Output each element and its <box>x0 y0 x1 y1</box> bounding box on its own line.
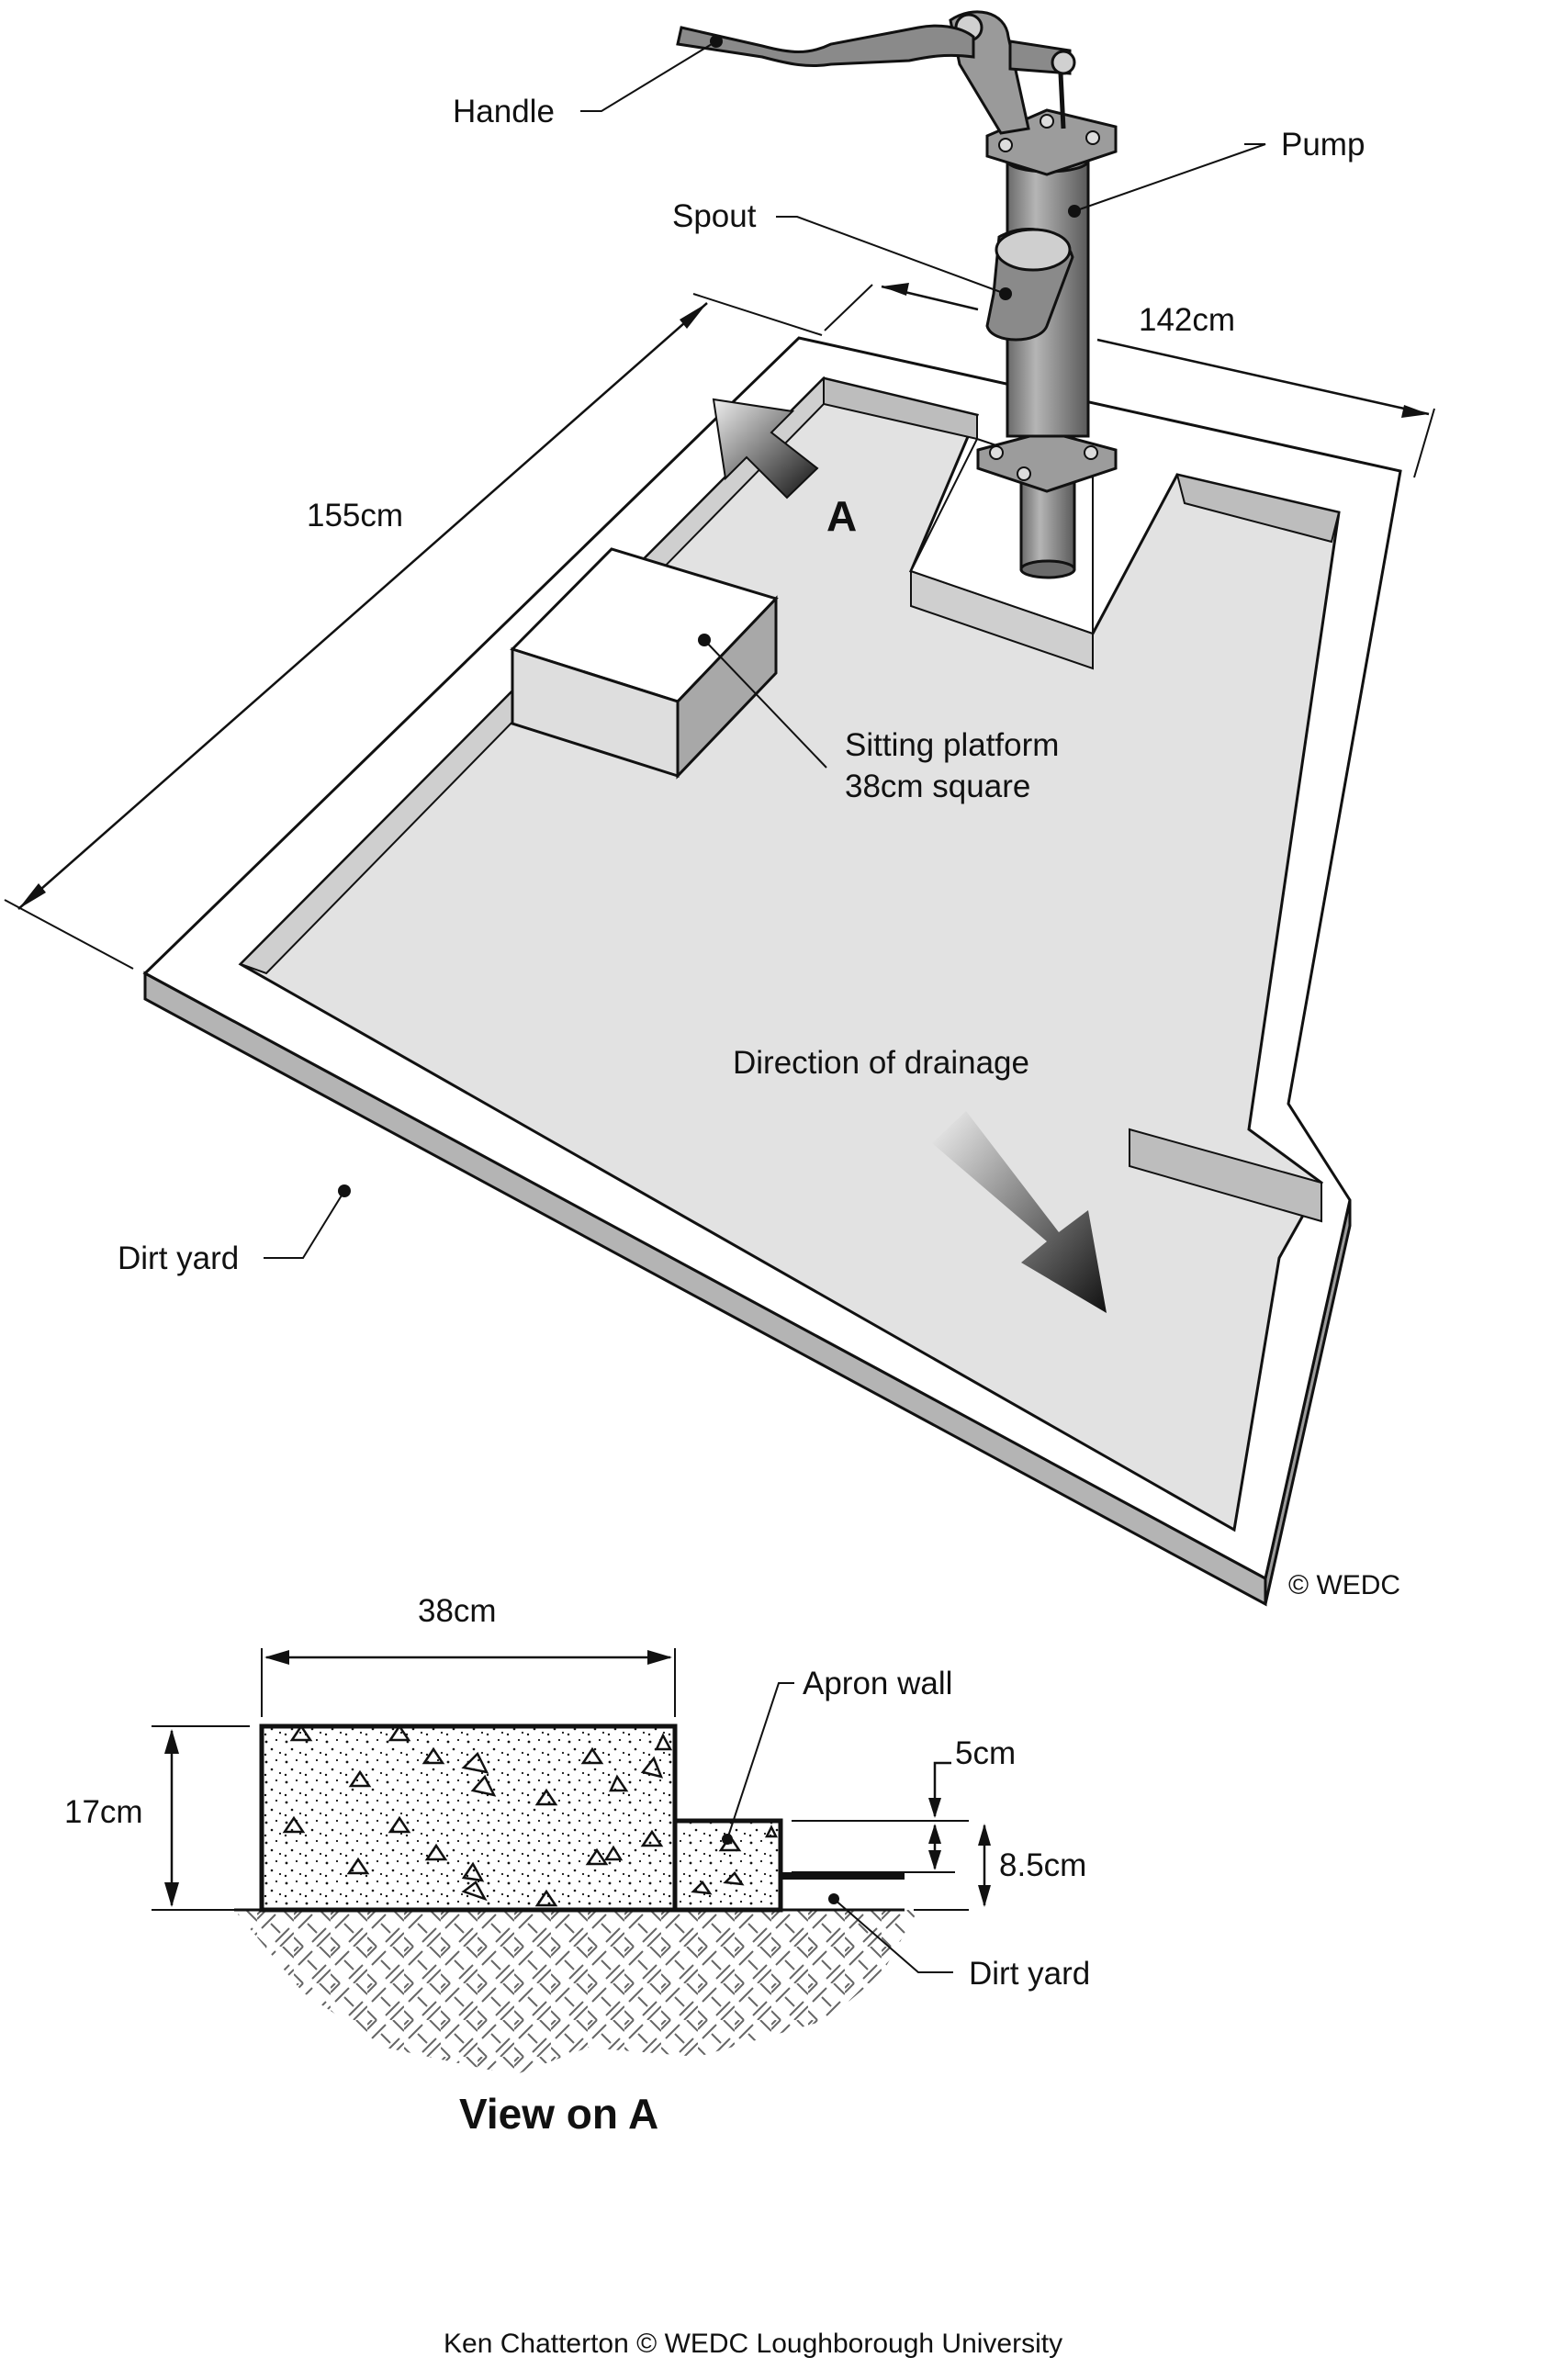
section-dirt-yard-leader <box>833 1898 953 1973</box>
arrowhead-icon <box>882 283 909 296</box>
pump-handle <box>676 24 975 68</box>
width-dimension-label: 142cm <box>1139 302 1235 338</box>
dimension-155cm <box>4 293 823 970</box>
pump-label: Pump <box>1281 127 1365 163</box>
section-title: View on A <box>459 2090 658 2138</box>
spout-leader-dot <box>999 287 1012 300</box>
pump-pipe-base <box>1019 559 1076 579</box>
extension-line <box>824 284 873 331</box>
section-view <box>152 1648 991 2075</box>
view-arrow-a <box>712 398 819 500</box>
link-pin-icon <box>1051 50 1076 75</box>
drainage-direction-arrow <box>932 1111 1107 1313</box>
arrowhead-icon <box>164 1729 179 1754</box>
flange-bolt-icon <box>1084 445 1098 460</box>
arrowhead-icon <box>978 1824 991 1846</box>
arrowhead-icon <box>1401 405 1429 418</box>
apron-wall-inner-step <box>1129 1128 1322 1223</box>
view-direction-arrow <box>712 398 819 500</box>
apron-wall-leader-dot <box>722 1834 733 1845</box>
pump-leader <box>1073 143 1266 212</box>
arrowhead-icon <box>928 1798 941 1818</box>
apron-wall-inner-back-right <box>1175 473 1341 544</box>
section-width-label: 38cm <box>418 1593 497 1629</box>
aggregate-marks <box>282 1723 779 1907</box>
platform-section <box>259 1723 678 1913</box>
view-marker-label: A <box>826 492 857 540</box>
arrowhead-icon <box>928 1824 941 1844</box>
platform-leader-line <box>703 639 827 769</box>
flange-bolt-icon <box>1040 114 1054 129</box>
apron-floor <box>238 376 1341 1532</box>
spout-label: Spout <box>672 198 757 234</box>
leaders-top <box>264 40 1266 1259</box>
arrowhead-icon <box>647 1650 672 1665</box>
drainage-arrow <box>932 1111 1107 1313</box>
arrowhead-icon <box>164 1882 179 1907</box>
arrowhead-icon <box>928 1850 941 1870</box>
flange-bolt-icon <box>1017 466 1031 481</box>
arrowhead-icon <box>978 1885 991 1907</box>
spout-leader <box>776 216 1006 295</box>
section-dirt-yard-label: Dirt yard <box>969 1956 1090 1992</box>
pump-rod <box>1058 73 1066 129</box>
sitting-platform <box>510 547 827 780</box>
arrowhead-icon <box>680 303 707 329</box>
dirt-yard-leader <box>264 1190 345 1259</box>
dirt-yard-leader-dot <box>338 1184 351 1197</box>
apron-wall-leader <box>726 1682 794 1840</box>
apron-wall-label: Apron wall <box>803 1666 952 1701</box>
dirt-yard-label: Dirt yard <box>118 1241 239 1276</box>
arrowhead-icon <box>18 883 46 909</box>
extension-line <box>1413 408 1435 478</box>
flange-bolt-icon <box>1085 130 1100 145</box>
handle-leader <box>580 40 717 112</box>
wall-height-dimension-label: 8.5cm <box>999 1847 1086 1883</box>
platform-side <box>676 595 778 780</box>
platform-label-line2: 38cm square <box>845 769 1030 804</box>
section-dirt-yard-leader-dot <box>828 1893 839 1904</box>
wall-top-dimension-label: 5cm <box>955 1735 1016 1771</box>
copyright-mark-top: © WEDC <box>1288 1570 1400 1600</box>
length-dimension-label: 155cm <box>307 498 403 533</box>
extension-line <box>4 899 134 970</box>
floor-slab-section <box>781 1872 905 1880</box>
soil-hatch <box>234 1910 918 2075</box>
drainage-label: Direction of drainage <box>733 1045 1029 1081</box>
dimension-line-width-right <box>1096 338 1430 416</box>
pump-leader-dot <box>1068 205 1081 218</box>
flange-bolt-icon <box>998 138 1013 152</box>
footer-credit: Ken Chatterton © WEDC Loughborough Unive… <box>444 2329 1062 2359</box>
dimension-142cm <box>824 283 1435 478</box>
hand-pump <box>676 10 1118 579</box>
handle-label: Handle <box>453 94 555 129</box>
arrowhead-icon <box>264 1650 289 1665</box>
platform-label-line1: Sitting platform <box>845 727 1059 763</box>
flange-bolt-icon <box>989 445 1004 460</box>
spout-opening <box>995 228 1072 272</box>
section-height-label: 17cm <box>64 1794 143 1830</box>
dimension-line-length <box>17 302 708 910</box>
extension-line <box>692 293 823 336</box>
